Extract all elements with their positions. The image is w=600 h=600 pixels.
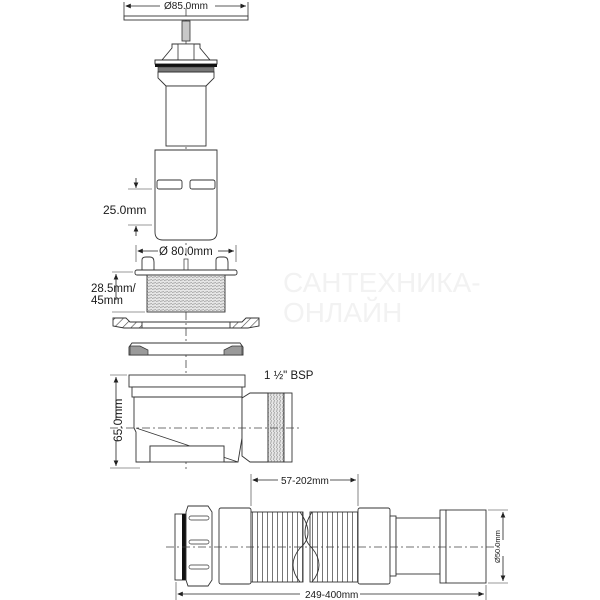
trap-body: 1 ½" BSP 65.0mm (110, 370, 314, 469)
flange-body: Ø 80.0mm 28.5mm/ 45mm (91, 245, 238, 313)
hose-total-label: 249-400mm (305, 590, 358, 600)
strainer-height-label: 25.0mm (103, 203, 146, 217)
hose-stretch-label: 57-202mm (281, 476, 329, 487)
watermark-line1: САНТЕХНИКА- (283, 267, 481, 298)
body-height-label: 65.0mm (111, 399, 125, 442)
watermark: САНТЕХНИКА- ОНЛАЙН (283, 267, 481, 328)
plug-head (154, 43, 218, 87)
flexible-hose: 57-202mm Ø50.0mm 249-400mm (166, 474, 508, 600)
thread-length-label-line2: 45mm (91, 295, 123, 307)
strainer-cage: 25.0mm (103, 149, 218, 241)
strainer-stem (165, 85, 207, 147)
hatched-washer (112, 317, 260, 329)
cover-plate: Ø85.0mm (123, 1, 249, 42)
flange-diameter-label: Ø 80.0mm (159, 246, 213, 258)
cover-diameter-label: Ø85.0mm (164, 1, 208, 12)
rubber-seal (128, 342, 244, 356)
thread-spec-label: 1 ½" BSP (264, 370, 314, 382)
watermark-line2: ОНЛАЙН (283, 297, 402, 328)
outlet-diameter-label: Ø50.0mm (493, 530, 502, 563)
thread-length-label-line1: 28.5mm/ (91, 283, 137, 295)
